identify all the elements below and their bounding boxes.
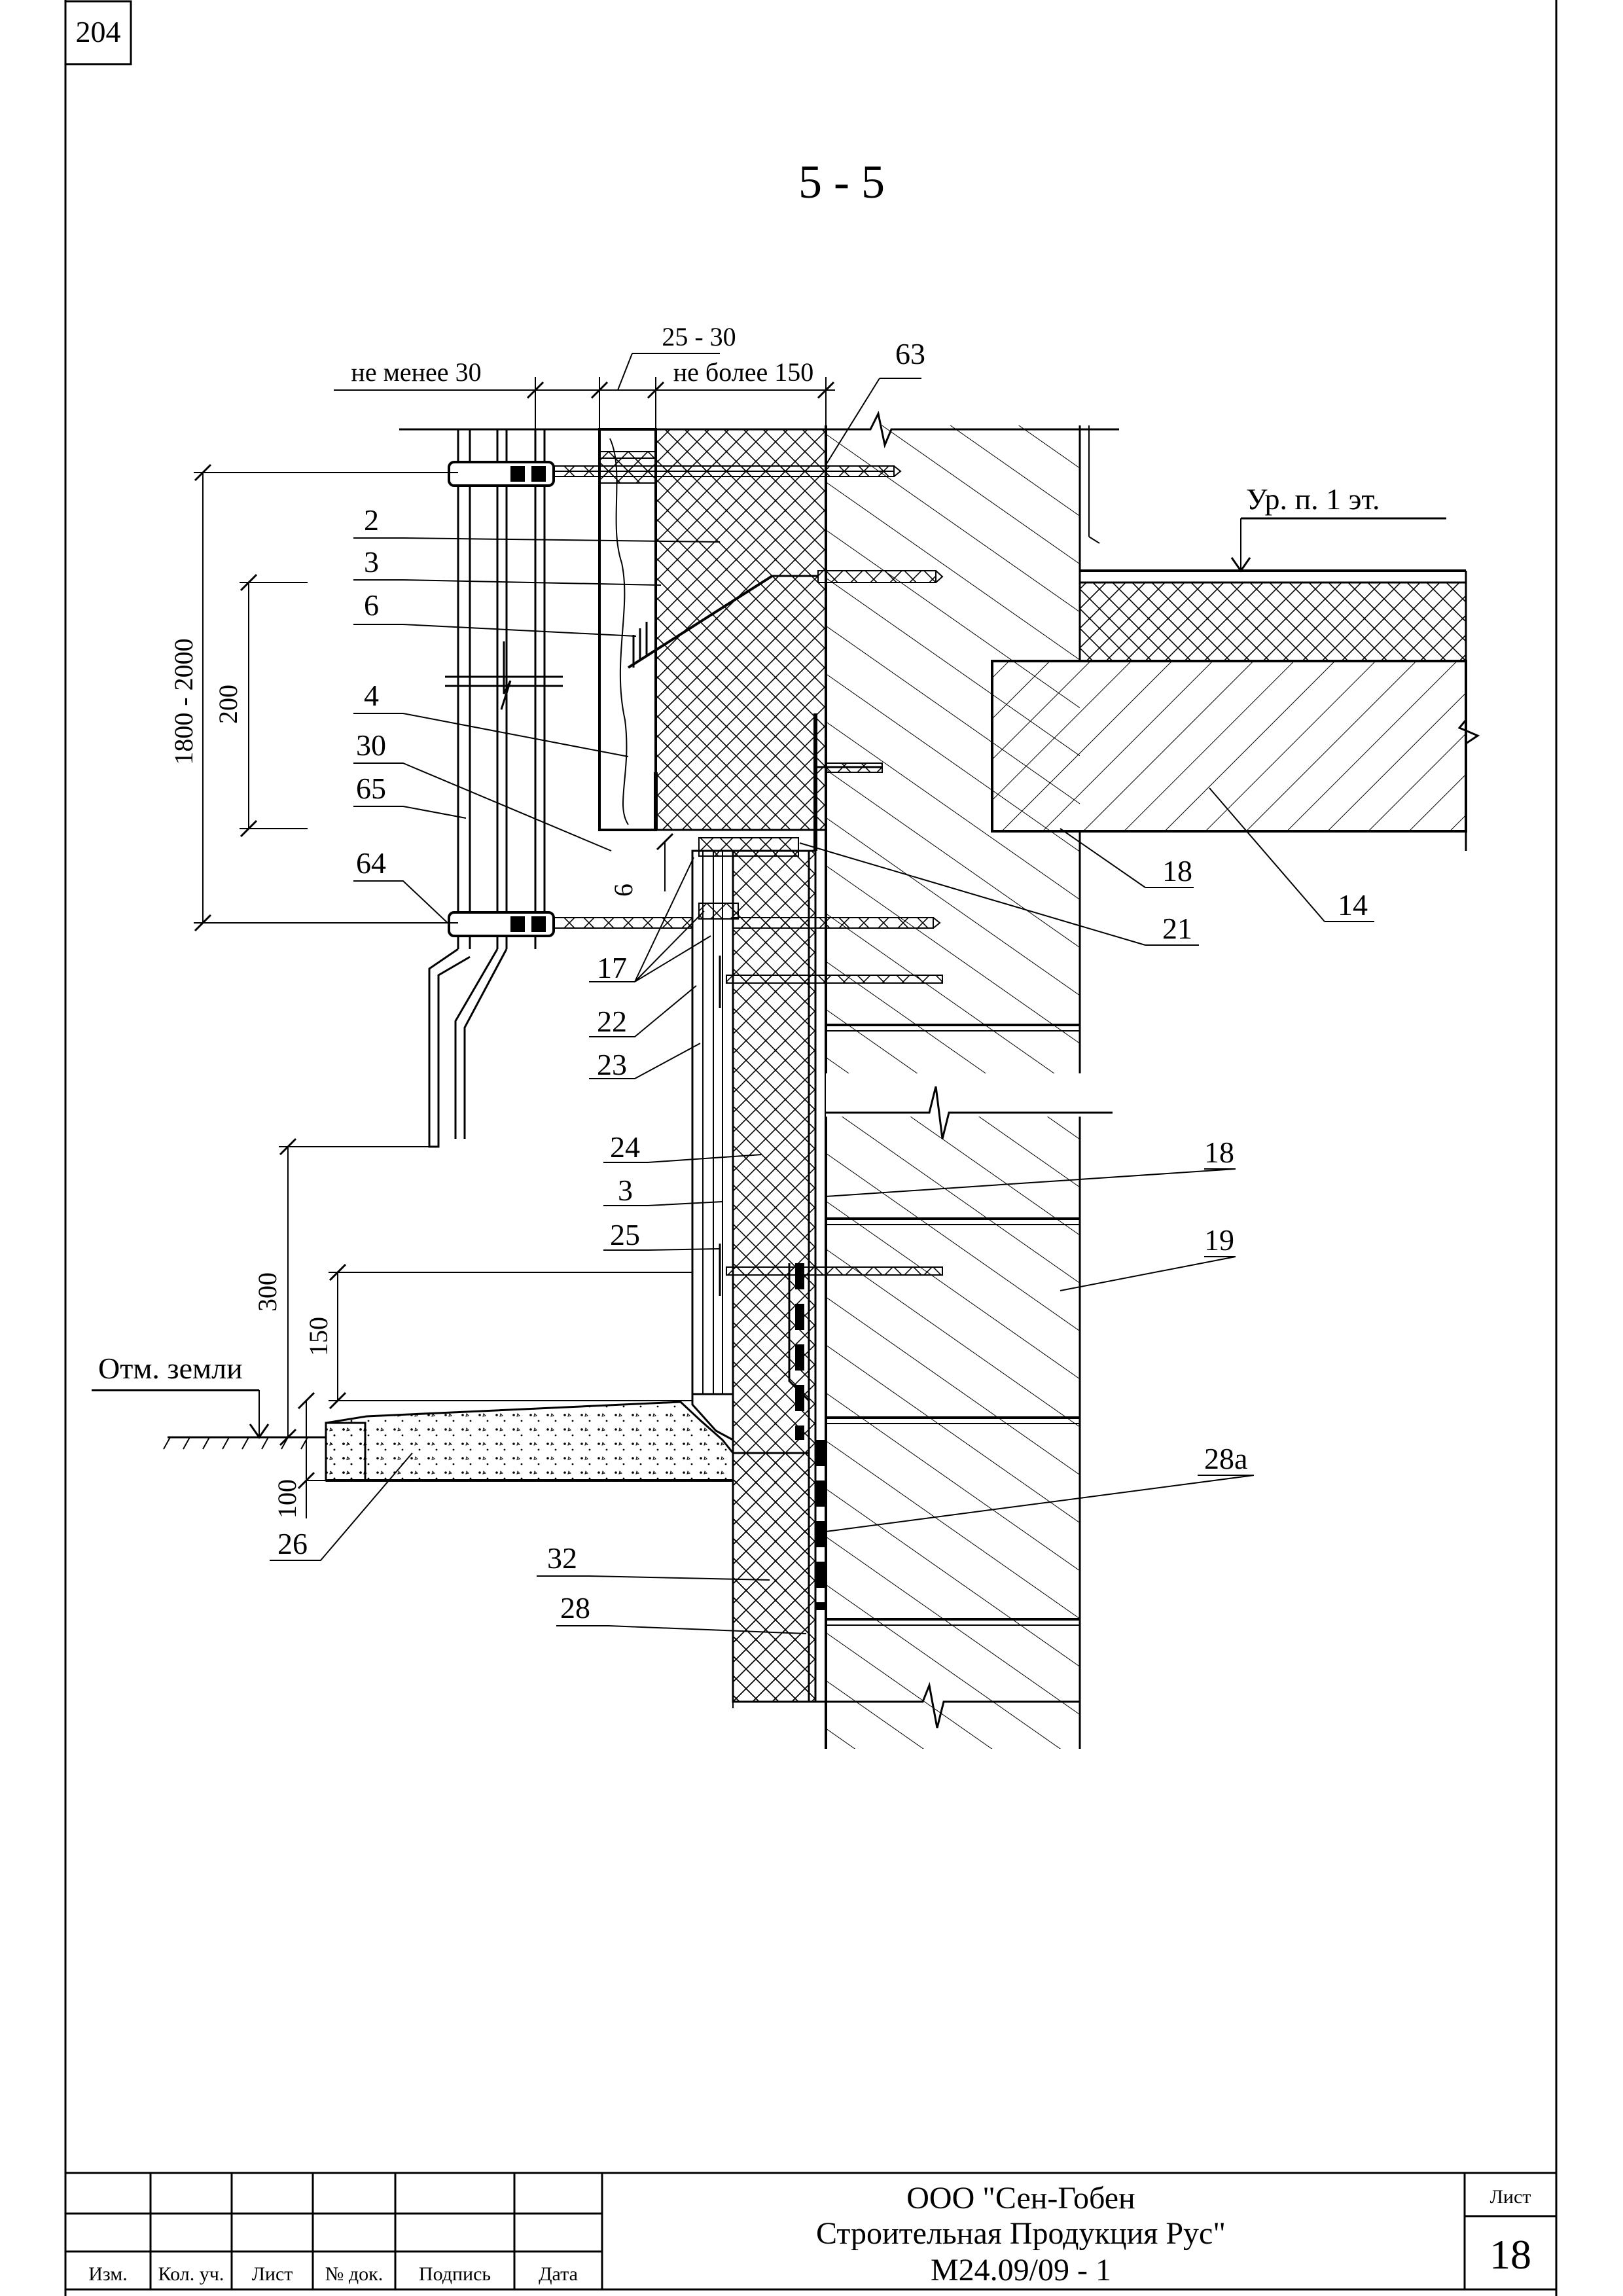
callout-4: 4 bbox=[364, 679, 379, 712]
callout-32: 32 bbox=[547, 1541, 577, 1575]
tb-header-izm: Изм. bbox=[88, 2263, 128, 2285]
callout-26: 26 bbox=[277, 1527, 308, 1560]
dim-not-more-150: не более 150 bbox=[673, 357, 813, 387]
callout-2: 2 bbox=[364, 503, 379, 537]
tb-header-kol: Кол. уч. bbox=[158, 2263, 224, 2285]
callout-28a: 28а bbox=[1204, 1442, 1247, 1475]
upper-insulation bbox=[598, 428, 827, 851]
tb-header-date: Дата bbox=[539, 2263, 578, 2285]
insulation-dowel bbox=[627, 570, 944, 669]
drainpipe bbox=[428, 429, 563, 1148]
page-number-box: 204 bbox=[64, 0, 132, 65]
tb-company-line2: Строительная Продукция Рус" bbox=[816, 2216, 1226, 2251]
foundation-insulation bbox=[732, 1452, 810, 1703]
dim-150: 150 bbox=[304, 1317, 333, 1356]
floor-level-mark: Ур. п. 1 эт. bbox=[1230, 482, 1446, 573]
brick-wall bbox=[399, 410, 1119, 1749]
callout-3-lower: 3 bbox=[618, 1174, 633, 1207]
callout-3: 3 bbox=[364, 545, 379, 579]
callout-65: 65 bbox=[356, 772, 386, 805]
callout-18-lower: 18 bbox=[1204, 1136, 1234, 1169]
callout-19: 19 bbox=[1204, 1223, 1234, 1257]
callout-6: 6 bbox=[364, 588, 379, 622]
floor-level-label: Ур. п. 1 эт. bbox=[1246, 482, 1380, 516]
pipe-clamp-upper bbox=[448, 461, 902, 487]
ground-line: Отм. земли bbox=[92, 1352, 326, 1450]
callout-24: 24 bbox=[610, 1130, 640, 1164]
callout-25: 25 bbox=[610, 1218, 640, 1251]
callout-22: 22 bbox=[597, 1005, 627, 1038]
callout-labels: 63 2 3 6 4 30 65 64 17 22 23 24 3 25 18 … bbox=[277, 337, 1368, 1624]
title-block: Изм. Кол. уч. Лист № док. Подпись Дата О… bbox=[65, 2172, 1556, 2289]
callout-18-upper: 18 bbox=[1162, 854, 1192, 888]
section-title: 5 - 5 bbox=[798, 156, 885, 208]
callout-23: 23 bbox=[597, 1048, 627, 1081]
tb-sheet-label: Лист bbox=[1490, 2186, 1531, 2208]
callout-leaders bbox=[270, 378, 1374, 1634]
dim-6: 6 bbox=[609, 884, 638, 897]
tb-header-sign: Подпись bbox=[419, 2263, 491, 2285]
tb-company-line1: ООО "Сен-Гобен bbox=[906, 2181, 1135, 2215]
dim-200: 200 bbox=[213, 685, 243, 724]
callout-17: 17 bbox=[597, 951, 627, 984]
tb-document-code: М24.09/09 - 1 bbox=[931, 2253, 1111, 2287]
dim-not-less-30: не менее 30 bbox=[351, 357, 481, 387]
dim-100: 100 bbox=[272, 1479, 302, 1518]
dim-1800-2000: 1800 - 2000 bbox=[169, 638, 198, 764]
tb-header-doc: № док. bbox=[325, 2263, 383, 2285]
dim-300: 300 bbox=[253, 1272, 282, 1312]
blind-area bbox=[325, 1394, 734, 1482]
callout-63: 63 bbox=[895, 337, 925, 370]
callout-14: 14 bbox=[1338, 888, 1368, 922]
callout-30: 30 bbox=[356, 728, 386, 762]
ground-level-label: Отм. земли bbox=[98, 1352, 243, 1385]
dim-25-30: 25 - 30 bbox=[662, 322, 736, 351]
dimensions bbox=[194, 353, 835, 1518]
callout-28: 28 bbox=[560, 1591, 590, 1624]
callout-21: 21 bbox=[1162, 912, 1192, 945]
floor-slab bbox=[991, 425, 1480, 851]
page-number: 204 bbox=[76, 15, 121, 48]
sheet-frame bbox=[64, 0, 1558, 2296]
bracket-anchor bbox=[817, 762, 883, 773]
callout-64: 64 bbox=[356, 846, 386, 880]
tb-header-list: Лист bbox=[252, 2263, 293, 2285]
tb-sheet-number: 18 bbox=[1489, 2231, 1531, 2278]
